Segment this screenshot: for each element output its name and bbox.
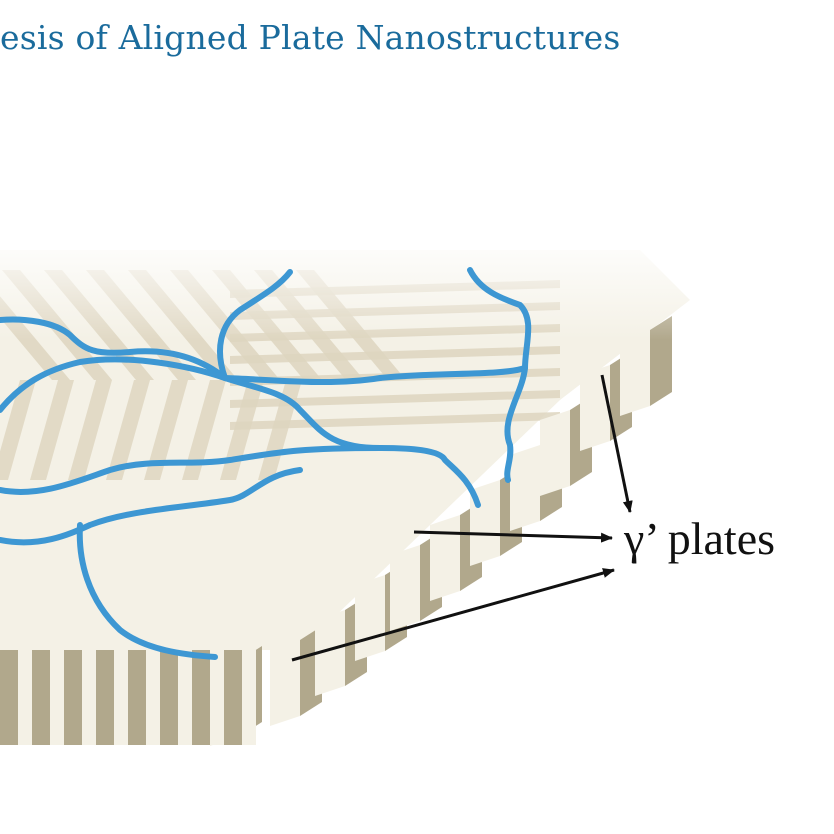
plate-end-face <box>114 650 128 745</box>
plate-stripe <box>230 390 560 408</box>
plate-end-face <box>146 650 160 745</box>
plate-end <box>0 650 18 745</box>
plate-end <box>32 650 50 745</box>
plate-end-face <box>390 545 420 631</box>
plate-end-face <box>18 650 32 745</box>
grain-boundary-line <box>0 316 228 381</box>
grain-boundary-line <box>0 467 303 546</box>
grain-boundary-line <box>0 356 481 508</box>
plate-stripe <box>220 380 264 480</box>
plate-end-face <box>270 640 300 726</box>
plate-stripe <box>30 380 74 480</box>
plate-end-face <box>430 515 460 601</box>
plate-end-face <box>210 650 224 745</box>
plate-end-face <box>620 330 650 416</box>
grain-boundary-line <box>222 365 528 386</box>
plate-end-face <box>580 365 610 451</box>
plate-stripe <box>0 380 36 480</box>
plate-end-face <box>510 445 540 531</box>
plate-end <box>160 650 178 745</box>
plate-end-face <box>82 650 96 745</box>
grain-boundaries <box>0 267 532 660</box>
plate-end-face <box>540 410 570 496</box>
pointer-arrows <box>291 374 633 662</box>
plate-end <box>192 650 210 745</box>
plate-end-face <box>178 650 192 745</box>
plate-end <box>128 650 146 745</box>
plate-end-face <box>50 650 64 745</box>
plate-end-face <box>242 650 256 745</box>
plate-stripe <box>182 380 226 480</box>
arrow-upper <box>600 374 633 513</box>
plate-end <box>64 650 82 745</box>
plate-stripe <box>230 346 560 364</box>
gamma-prime-plates-label: γ’ plates <box>624 513 776 564</box>
plate-end-face <box>355 575 385 661</box>
plate-end <box>224 650 242 745</box>
page-title: esis of Aligned Plate Nanostructures <box>0 18 621 57</box>
plate-end <box>96 650 114 745</box>
arrow-lower <box>291 568 615 662</box>
plate-stripe <box>68 380 112 480</box>
plate-stripe <box>144 380 188 480</box>
plate-end-face <box>315 610 345 696</box>
grain-boundary-line <box>217 269 293 381</box>
arrow-middle <box>413 530 613 543</box>
plate-stripe <box>106 380 150 480</box>
grain-boundary-line <box>76 522 218 660</box>
grain-boundary-line <box>0 445 383 495</box>
back-edge-fade <box>0 230 700 340</box>
grain-boundary-line <box>467 267 532 483</box>
